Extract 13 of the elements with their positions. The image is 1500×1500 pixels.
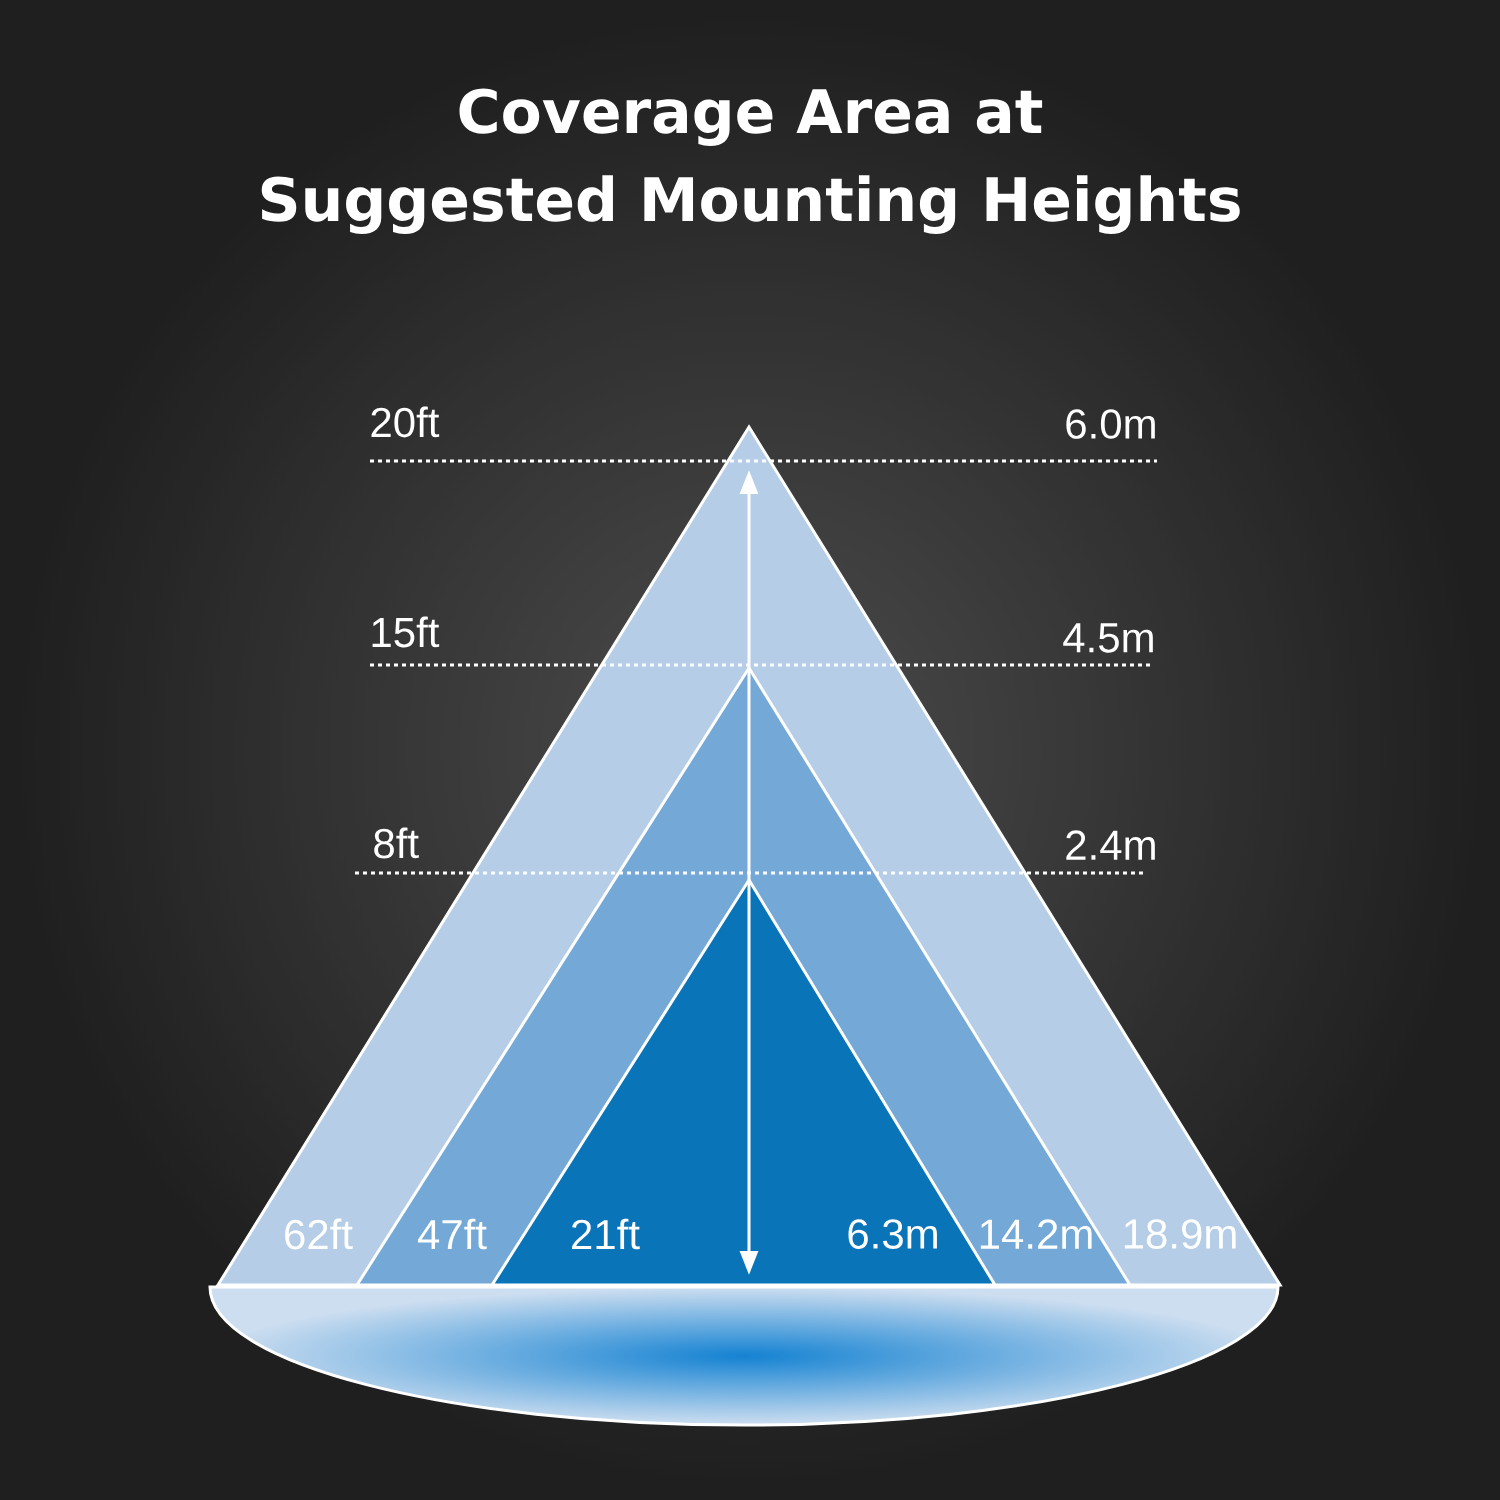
measure-label: 18.9m bbox=[1124, 1219, 1236, 1249]
title: Coverage Area at Suggested Mounting Heights bbox=[261, 88, 1240, 234]
measure-label: 21ft bbox=[572, 1218, 640, 1250]
measure-label: 62ft bbox=[285, 1218, 353, 1250]
measure-label: 2.4m bbox=[1066, 830, 1155, 860]
measure-label: 6.0m bbox=[1066, 409, 1155, 439]
measure-label: 6.3m bbox=[848, 1219, 937, 1249]
measure-label: 8ft bbox=[374, 827, 419, 859]
measure-label: 14.2m bbox=[980, 1219, 1092, 1249]
measure-label: 4.5m bbox=[1063, 623, 1153, 653]
measure-label: 47ft bbox=[417, 1218, 487, 1250]
measure-label: 15ft bbox=[372, 616, 440, 648]
measure-label: 20ft bbox=[371, 406, 440, 438]
